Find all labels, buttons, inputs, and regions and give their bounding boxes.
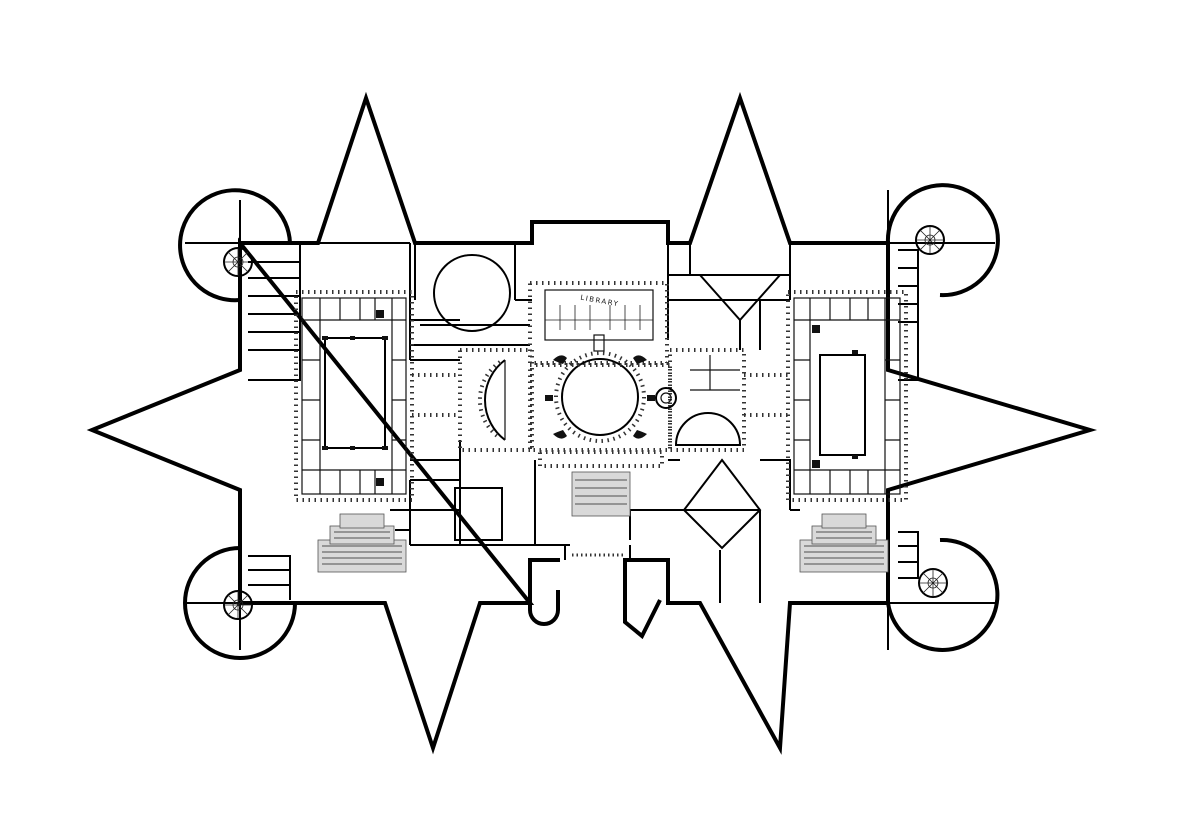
small-round-chamber bbox=[655, 387, 677, 409]
fortification-outline bbox=[86, 91, 1098, 755]
south-gate bbox=[564, 545, 631, 560]
east-entrance-steps bbox=[799, 513, 889, 573]
diamond-court bbox=[682, 458, 762, 550]
stair-flight-se bbox=[898, 531, 919, 579]
old-hall-semicircle bbox=[484, 359, 506, 441]
stair-flight-ne bbox=[898, 249, 919, 381]
rotunda bbox=[561, 358, 639, 436]
spiral-stair-se bbox=[918, 568, 948, 598]
bastion-round-ne bbox=[885, 183, 1000, 298]
bastion-round-nw bbox=[178, 188, 292, 303]
round-hall bbox=[433, 254, 511, 332]
supreme-court-semicircle bbox=[674, 412, 742, 446]
spiral-stair-nw bbox=[223, 247, 253, 277]
library-room bbox=[544, 289, 654, 341]
stair-flight-nw bbox=[248, 261, 301, 381]
bastion-dividers bbox=[185, 190, 995, 650]
spiral-stair-ne bbox=[915, 225, 945, 255]
bastion-round-sw bbox=[183, 546, 297, 660]
central-block: LIBRARY bbox=[458, 281, 788, 517]
central-entrance-steps bbox=[571, 471, 631, 517]
square-court bbox=[454, 487, 503, 541]
courtyard-partitions bbox=[299, 242, 800, 603]
east-wing-colonnade bbox=[786, 290, 908, 502]
west-wing-colonnade bbox=[294, 290, 414, 502]
west-wing-chamber bbox=[324, 337, 386, 449]
east-wing bbox=[786, 290, 908, 573]
stair-flight-sw bbox=[248, 555, 291, 600]
library-label: LIBRARY bbox=[580, 294, 620, 309]
east-wing-chamber bbox=[819, 354, 866, 456]
bastion-round-se bbox=[886, 537, 1000, 652]
stair-flights bbox=[248, 249, 919, 600]
spiral-stair-sw bbox=[223, 590, 253, 620]
west-wing bbox=[294, 290, 460, 573]
east-wing-rooms bbox=[794, 298, 900, 494]
west-wing-rooms bbox=[302, 298, 406, 494]
partition-lines bbox=[299, 242, 800, 603]
west-entrance-steps bbox=[317, 513, 407, 573]
